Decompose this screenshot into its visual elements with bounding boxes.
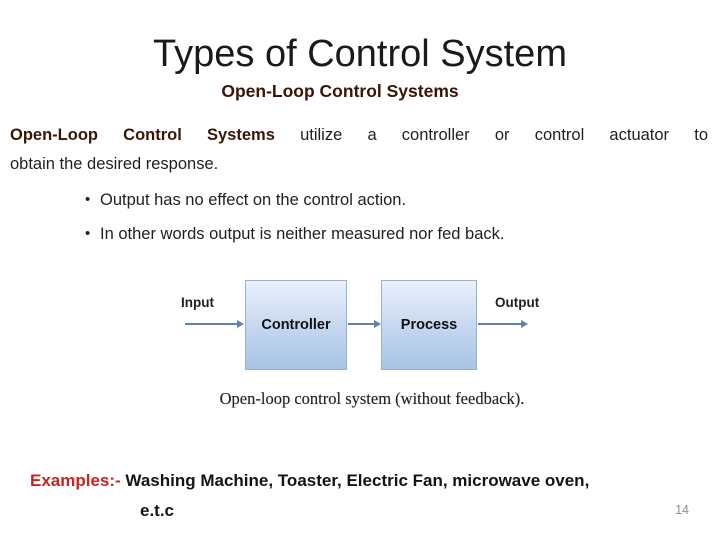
intro-line-1: Open-Loop Control Systems utilize a cont… [10,121,708,150]
intro-line-2: obtain the desired response. [10,155,219,173]
examples-line-1: Examples:- Washing Machine, Toaster, Ele… [30,466,710,496]
arrow-right-icon [185,320,244,328]
intro-lead-text: Open-Loop Control Systems [10,126,275,144]
diagram-caption: Open-loop control system (without feedba… [219,389,525,408]
examples-line-2: e.t.c [140,501,175,520]
bullet-icon: • [85,225,91,242]
list-item: • In other words output is neither measu… [85,224,645,244]
slide-subtitle: Open-Loop Control Systems [221,81,459,101]
intro-paragraph: Open-Loop Control Systems utilize a cont… [10,121,708,179]
bullet-list: • Output has no effect on the control ac… [85,190,645,258]
list-item: • Output has no effect on the control ac… [85,190,645,210]
diagram-input-label: Input [181,295,214,310]
diagram-process-block: Process [381,280,477,370]
arrow-right-icon [348,320,381,328]
bullet-text: Output has no effect on the control acti… [100,191,407,209]
bullet-text: In other words output is neither measure… [100,225,505,243]
diagram-controller-block: Controller [245,280,347,370]
slide-title: Types of Control System [153,33,567,75]
examples-label: Examples:- [30,471,121,490]
examples-block: Examples:- Washing Machine, Toaster, Ele… [30,466,710,526]
page-number: 14 [675,503,689,517]
bullet-icon: • [85,191,91,208]
intro-rest-text: utilize a controller or control actuator… [274,126,708,144]
diagram-output-label: Output [495,295,540,310]
examples-items: Washing Machine, Toaster, Electric Fan, … [120,471,590,490]
arrow-right-icon [478,320,528,328]
